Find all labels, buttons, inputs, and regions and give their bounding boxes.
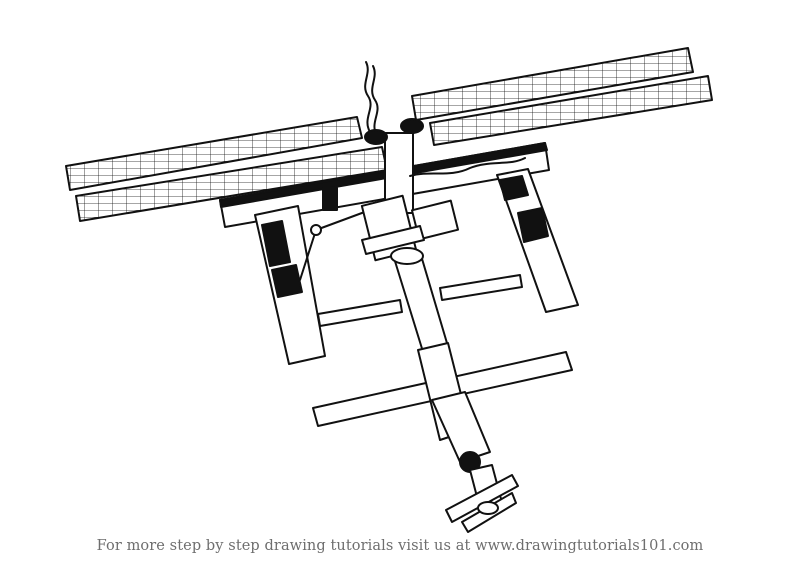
docked-spacecraft bbox=[445, 474, 519, 533]
right-solar-arrays bbox=[411, 47, 713, 146]
left-radiator bbox=[254, 205, 326, 365]
left-solar-arrays bbox=[65, 116, 388, 222]
robotic-arm bbox=[299, 209, 371, 281]
station-modules bbox=[360, 194, 505, 517]
tutorial-caption: For more step by step drawing tutorials … bbox=[96, 538, 704, 554]
right-radiator bbox=[496, 168, 579, 313]
